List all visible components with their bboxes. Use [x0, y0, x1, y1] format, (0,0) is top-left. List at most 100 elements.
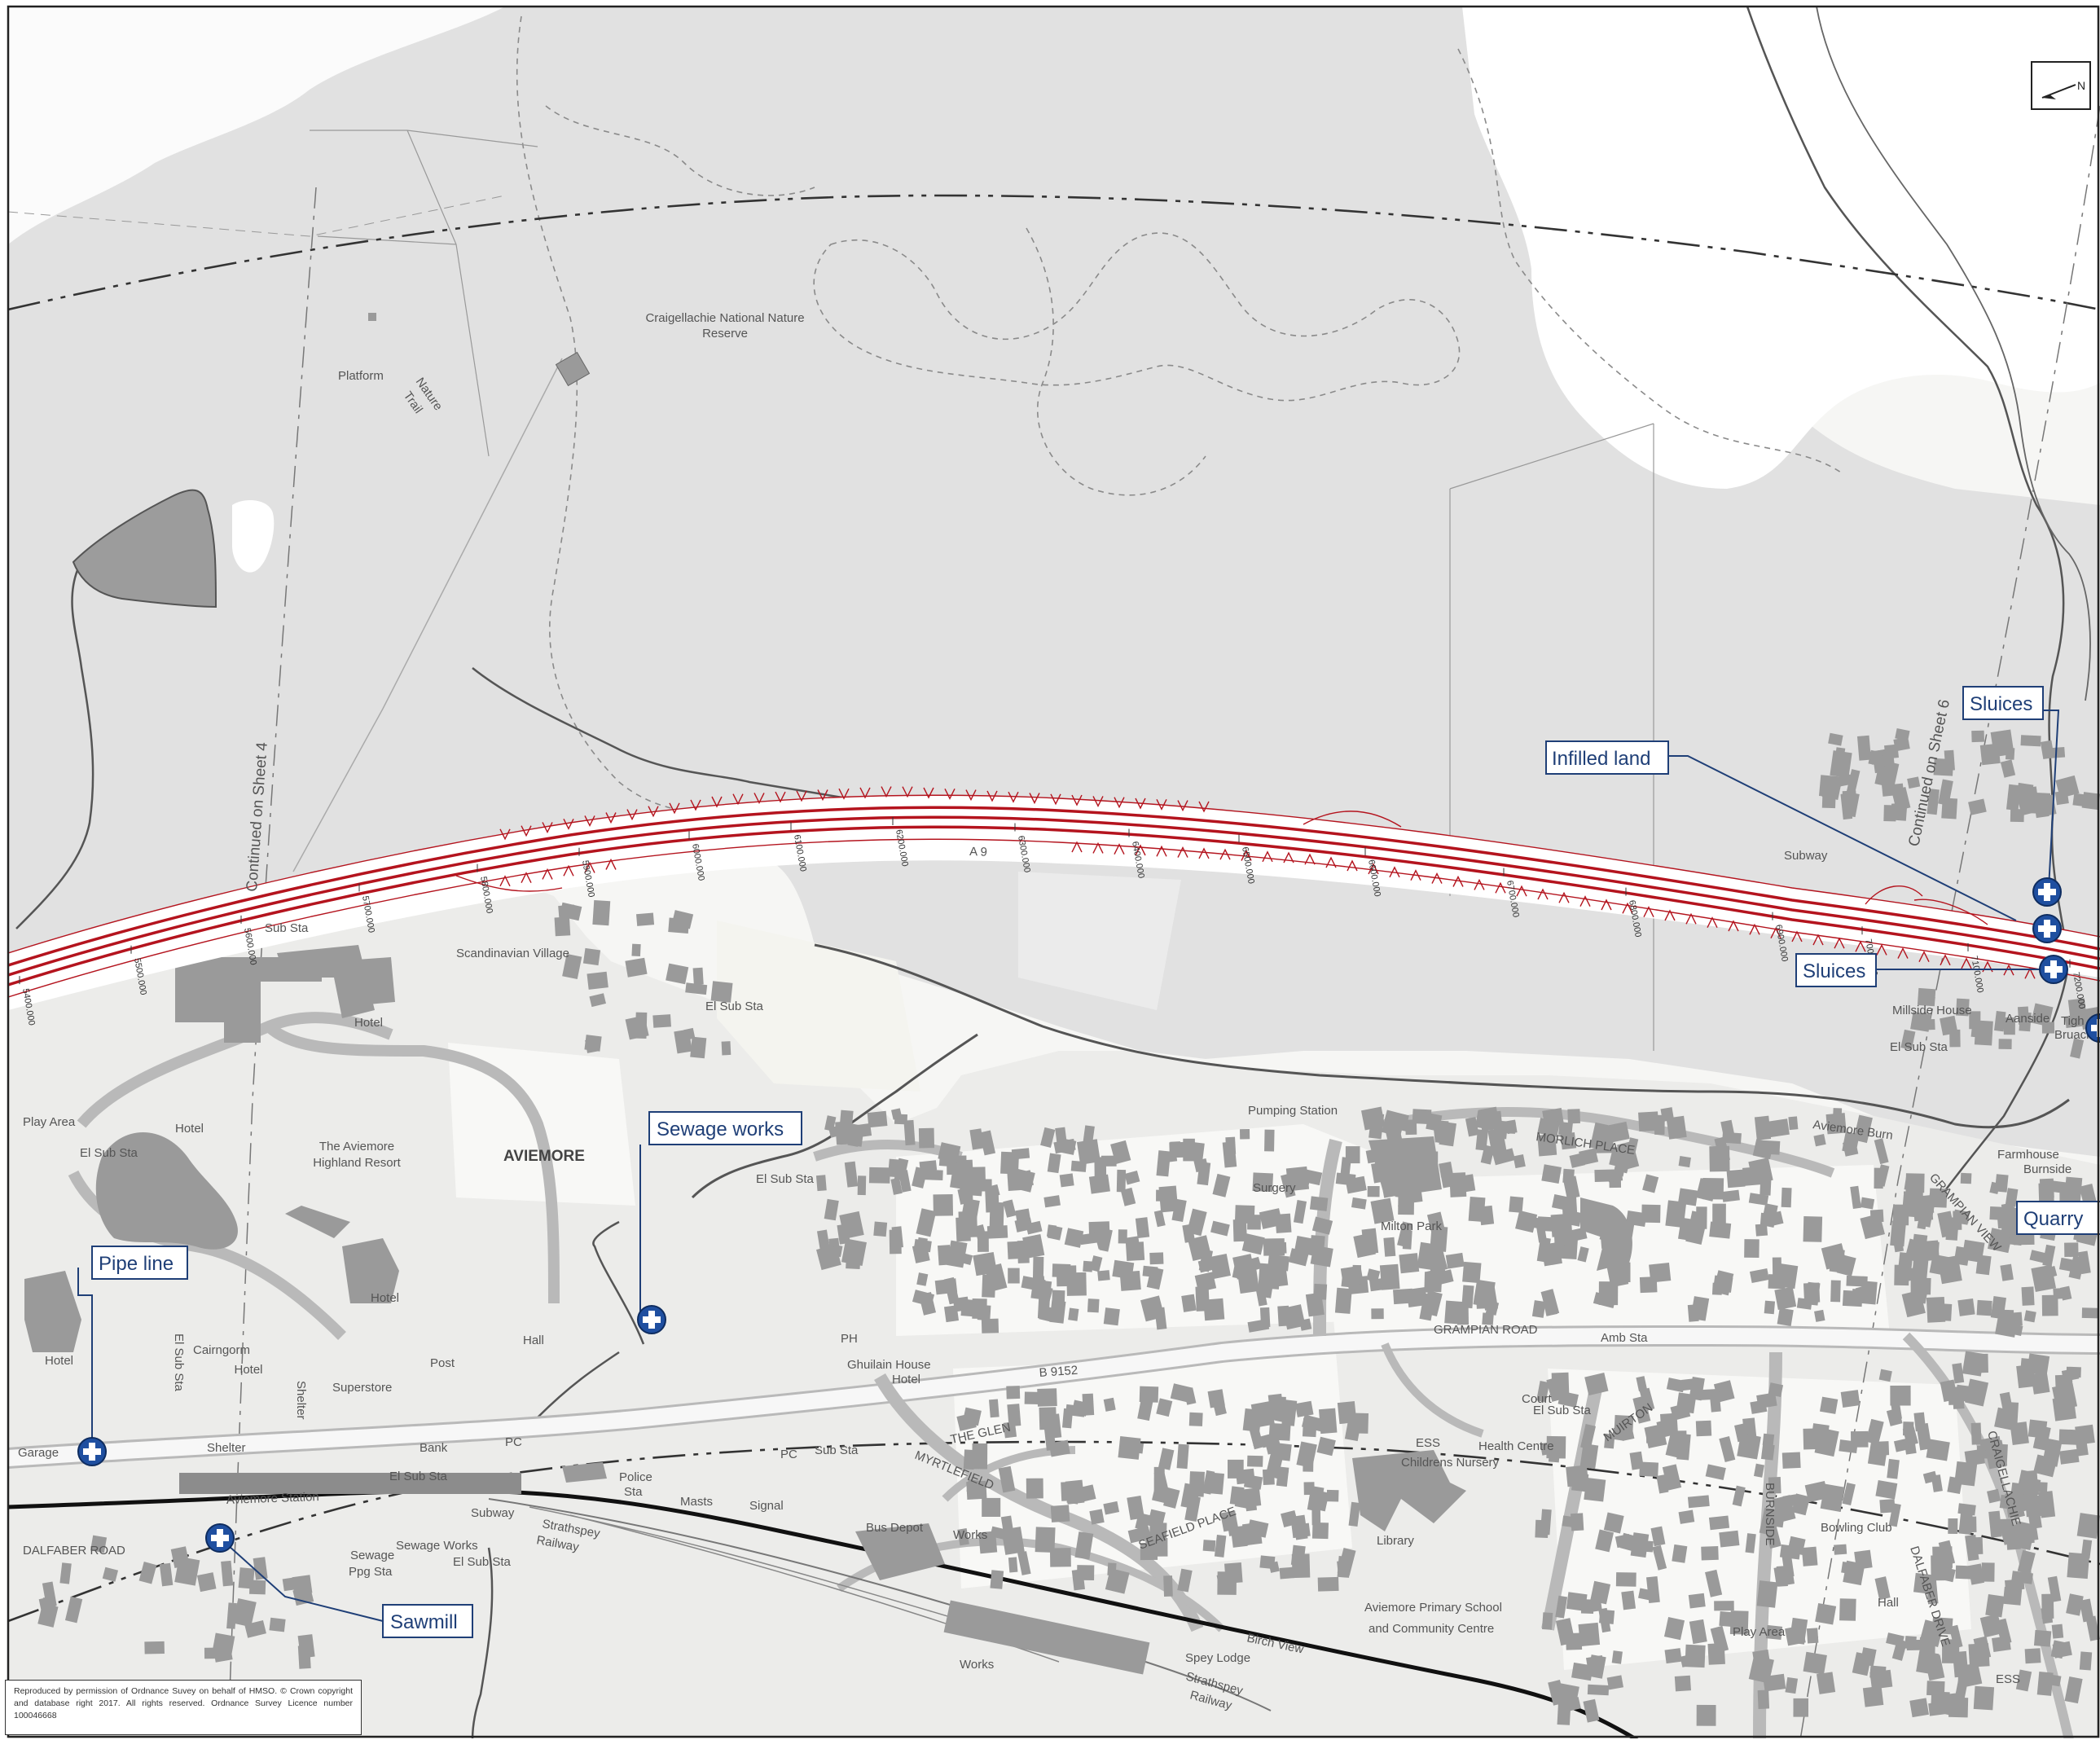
label-superstore: Superstore: [332, 1381, 392, 1395]
building: [1587, 1684, 1610, 1696]
callout-quarry[interactable]: Quarry: [2016, 1201, 2100, 1235]
building: [2031, 1003, 2054, 1027]
building: [1754, 1115, 1772, 1140]
label-works: Works: [953, 1528, 987, 1542]
building: [1902, 1421, 1914, 1436]
embankment-tick: [1431, 872, 1443, 884]
building: [1615, 1572, 1637, 1587]
building: [1210, 1220, 1230, 1237]
label-subway: Subway: [471, 1506, 515, 1520]
embankment-tick: [711, 796, 723, 808]
marker-sawmill-icon[interactable]: [205, 1523, 235, 1553]
label-surgery: Surgery: [1253, 1181, 1296, 1195]
building: [1604, 1433, 1615, 1449]
building: [972, 1298, 987, 1320]
building: [1566, 1632, 1583, 1650]
building: [1645, 1575, 1660, 1604]
building: [2050, 1640, 2066, 1659]
marker-sluices-bottom-icon[interactable]: [2039, 955, 2068, 984]
building: [1696, 1209, 1707, 1228]
building: [2041, 1606, 2054, 1624]
building: [1371, 1308, 1384, 1320]
embankment-tick: [1092, 841, 1104, 854]
building: [1303, 1455, 1314, 1472]
building: [1445, 1252, 1465, 1269]
building: [1943, 1700, 1957, 1716]
building: [1621, 1590, 1637, 1610]
building: [1913, 1412, 1926, 1432]
building: [692, 967, 704, 986]
embankment-tick: [1008, 791, 1019, 803]
building: [1052, 1290, 1065, 1310]
building: [1294, 1236, 1318, 1256]
building: [1079, 1232, 1102, 1246]
building: [1539, 1244, 1557, 1261]
building: [1619, 1423, 1635, 1441]
building: [1449, 1172, 1467, 1197]
building: [1781, 1555, 1795, 1578]
callout-sewage-works[interactable]: Sewage works: [648, 1111, 802, 1145]
marker-sewage-works-icon[interactable]: [637, 1305, 666, 1334]
building: [685, 982, 708, 995]
building: [1003, 1199, 1017, 1218]
building: [2075, 1439, 2089, 1457]
building: [1310, 1245, 1333, 1268]
callout-sluices-top[interactable]: Sluices: [1962, 686, 2044, 720]
building: [1875, 1480, 1898, 1500]
embankment-tick: [1876, 943, 1887, 956]
label-cairngorm-hotel: Hotel: [234, 1363, 262, 1377]
building: [589, 993, 606, 1008]
building: [1229, 1486, 1245, 1505]
building: [1768, 1477, 1781, 1494]
building: [1664, 1648, 1682, 1664]
building: [1883, 749, 1895, 765]
building: [1383, 1237, 1396, 1257]
label-police: Police: [619, 1470, 652, 1484]
building: [1772, 1257, 1782, 1276]
building: [1945, 1216, 1959, 1241]
callout-sluices-bottom[interactable]: Sluices: [1795, 953, 1877, 987]
building: [2072, 793, 2088, 807]
label-amb-sta: Amb Sta: [1601, 1331, 1648, 1345]
building: [1094, 1157, 1107, 1183]
label-scandinavian-village: Scandinavian Village: [456, 947, 569, 960]
building: [1992, 1636, 2011, 1653]
building: [652, 1014, 671, 1028]
label-police-sta: Sta: [624, 1485, 643, 1499]
marker-sluices-top-icon[interactable]: [2032, 877, 2062, 907]
label-el-sub-sta: El Sub Sta: [80, 1146, 138, 1160]
label-milton-park: Milton Park: [1381, 1219, 1443, 1233]
marker-infilled-land-icon[interactable]: [2032, 914, 2062, 943]
label-works-2: Works: [960, 1658, 994, 1672]
building: [844, 1161, 859, 1188]
svg-text:Quarry: Quarry: [2023, 1208, 2083, 1230]
building: [1156, 1189, 1166, 1202]
building: [64, 1596, 83, 1624]
callout-sawmill[interactable]: Sawmill: [382, 1604, 473, 1638]
building: [832, 1244, 843, 1258]
building: [921, 1169, 943, 1180]
building: [1237, 1267, 1260, 1294]
label-aviemore: AVIEMORE: [503, 1148, 585, 1165]
embankment-tick: [1728, 920, 1739, 932]
marker-pipe-line-icon[interactable]: [77, 1437, 107, 1466]
boundary-line-north: [8, 194, 2100, 311]
callout-pipe-line[interactable]: Pipe line: [91, 1246, 188, 1280]
building: [1879, 1499, 1896, 1514]
building: [1339, 1157, 1351, 1184]
building: [1146, 1267, 1164, 1290]
building: [2005, 1579, 2025, 1591]
building: [1772, 1495, 1796, 1523]
building: [873, 1221, 888, 1237]
building: [1515, 1210, 1538, 1233]
building: [1311, 1216, 1333, 1235]
callout-infilled-land[interactable]: Infilled land: [1545, 740, 1669, 775]
building: [1825, 1113, 1847, 1135]
building: [1816, 1672, 1836, 1694]
building: [2000, 759, 2016, 778]
building: [1964, 1448, 1985, 1466]
building: [1318, 1408, 1338, 1435]
building: [1892, 1204, 1909, 1226]
open-hillside: [1462, 7, 2100, 489]
building: [1153, 1210, 1166, 1228]
